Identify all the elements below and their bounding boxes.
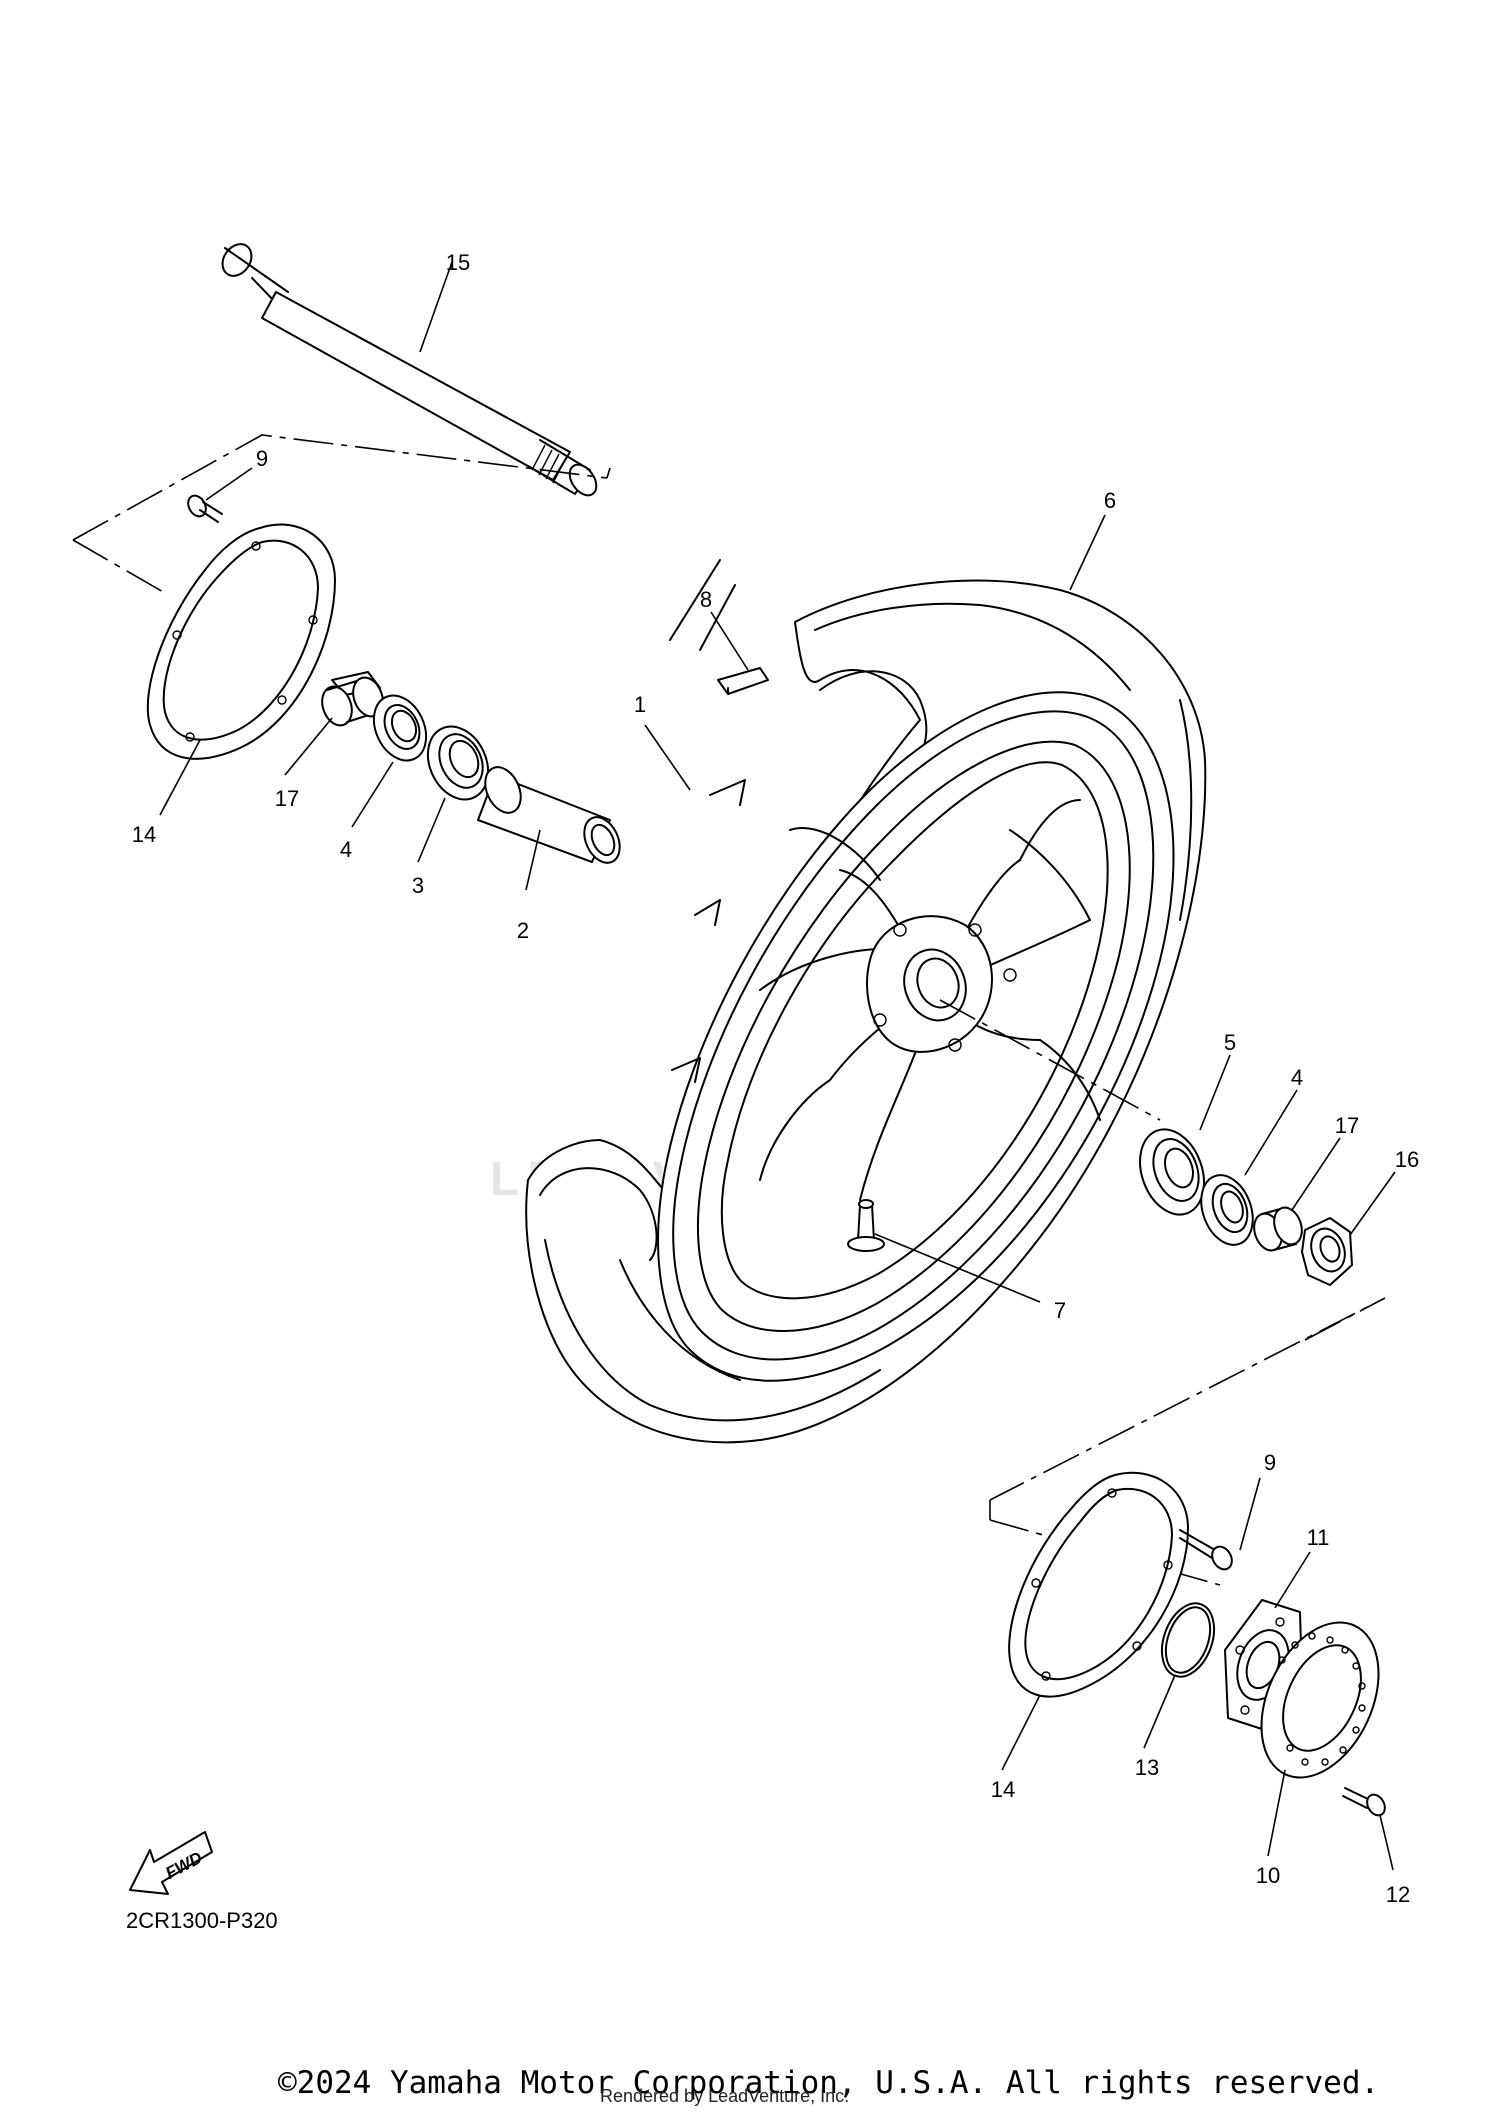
assembly-axis-line-right xyxy=(939,999,1386,1586)
callout-14-bottom: 14 xyxy=(991,1777,1015,1802)
leader-lines xyxy=(159,261,1396,1871)
callout-10: 10 xyxy=(1256,1863,1280,1888)
drawing-code: 2CR1300-P320 xyxy=(126,1908,278,1933)
bearing-part-3[interactable] xyxy=(417,717,500,810)
wheel-part-1[interactable] xyxy=(657,559,1175,1382)
bearing-part-5[interactable] xyxy=(1129,1120,1215,1223)
callout-17-top: 17 xyxy=(275,786,299,811)
rendered-by-note: Rendered by LeadVenture, Inc. xyxy=(600,2086,850,2106)
callout-6: 6 xyxy=(1104,488,1116,513)
screw-part-12[interactable] xyxy=(1342,1787,1388,1819)
copyright-notice: ©2024 Yamaha Motor Corporation, U.S.A. A… xyxy=(278,2065,1380,2101)
callout-12: 12 xyxy=(1386,1882,1410,1907)
collar-part-2[interactable] xyxy=(477,761,627,868)
callout-labels: 15 9 6 8 1 17 4 3 2 14 5 4 17 16 7 9 11 … xyxy=(132,250,1419,1907)
screw-part-9-bottom[interactable] xyxy=(1179,1529,1236,1573)
gasket-part-14-top[interactable] xyxy=(146,523,336,760)
sensor-rotor-part-10[interactable] xyxy=(1238,1604,1402,1797)
callout-16: 16 xyxy=(1395,1147,1419,1172)
spacer-part-17-right[interactable] xyxy=(1249,1204,1306,1255)
callout-17-right: 17 xyxy=(1335,1113,1359,1138)
axle-part-15[interactable] xyxy=(217,239,602,501)
oil-seal-part-4-right[interactable] xyxy=(1192,1168,1262,1252)
screw-part-9-top[interactable] xyxy=(185,492,223,523)
callout-5: 5 xyxy=(1224,1030,1236,1055)
callout-4-right: 4 xyxy=(1291,1065,1303,1090)
callout-4-top: 4 xyxy=(340,837,352,862)
callout-11: 11 xyxy=(1307,1525,1330,1550)
callout-7: 7 xyxy=(1054,1298,1066,1323)
fwd-arrow-icon: FWD xyxy=(129,1831,213,1895)
gasket-part-14-bottom[interactable] xyxy=(1008,1471,1189,1698)
oil-seal-part-4-top[interactable] xyxy=(364,687,436,769)
callout-13: 13 xyxy=(1135,1755,1159,1780)
callout-3: 3 xyxy=(412,873,424,898)
callout-1: 1 xyxy=(634,692,646,717)
callout-9-top: 9 xyxy=(256,446,268,471)
callout-9-bottom: 9 xyxy=(1264,1450,1276,1475)
callout-15: 15 xyxy=(446,250,470,275)
callout-8: 8 xyxy=(700,587,712,612)
assembly-axis-line-top xyxy=(72,434,608,594)
valve-part-7[interactable] xyxy=(847,1199,885,1252)
callout-14-top: 14 xyxy=(132,822,156,847)
callout-2: 2 xyxy=(517,918,529,943)
axle-nut-part-16[interactable] xyxy=(1301,1217,1353,1286)
balance-weight-part-8[interactable] xyxy=(717,667,769,695)
spacer-part-17-top[interactable] xyxy=(317,671,388,730)
